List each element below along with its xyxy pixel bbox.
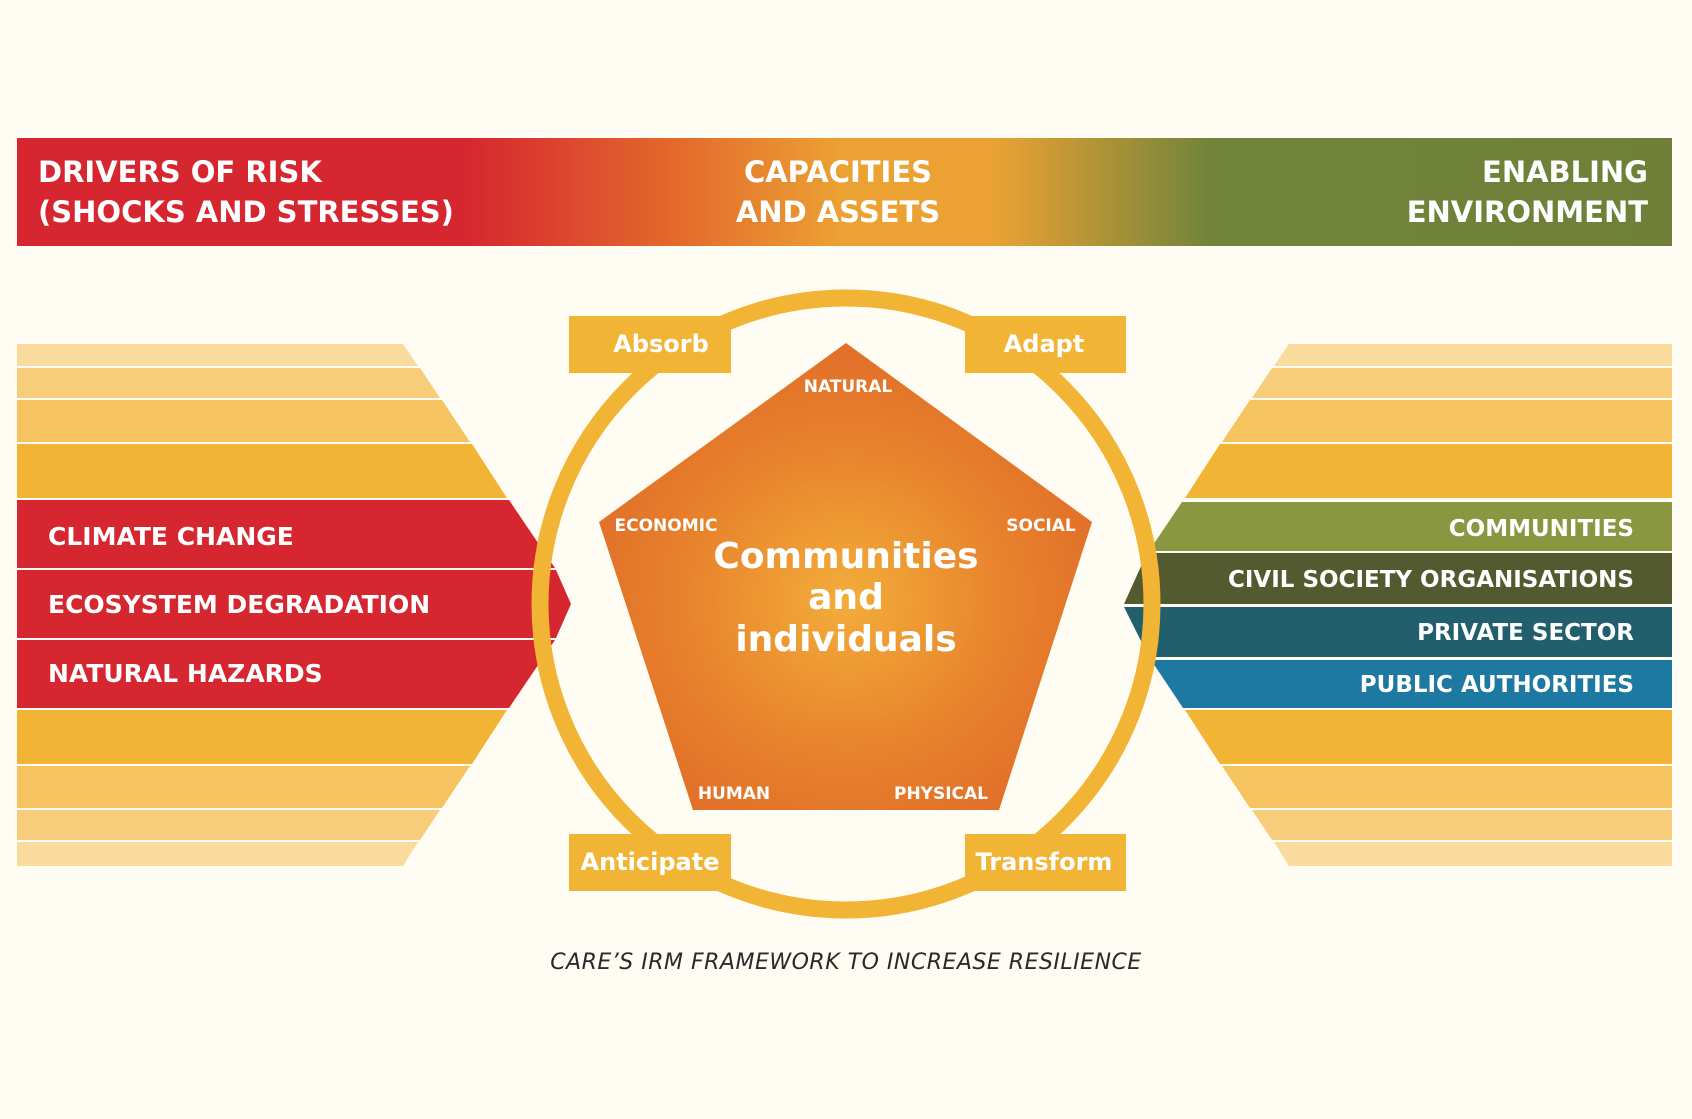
center-label-line3: individuals <box>735 619 956 660</box>
header-center-line2: AND ASSETS <box>736 195 940 229</box>
left-stripe-12 <box>17 842 418 866</box>
right-stripe-11 <box>1252 810 1672 840</box>
driver-band-ecosystem-degradation <box>17 570 571 638</box>
header-left-line2: (SHOCKS AND STRESSES) <box>38 195 454 229</box>
asset-natural: NATURAL <box>804 377 893 397</box>
capacity-tab-absorb <box>569 316 731 373</box>
enablers-arrow <box>1124 502 1672 708</box>
right-stripe-2 <box>1252 368 1672 398</box>
left-stripe-11 <box>17 810 440 840</box>
capacity-tab-anticipate <box>569 834 731 891</box>
left-stripes <box>17 344 507 866</box>
left-stripe-3 <box>17 400 470 442</box>
enabler-label-private-sector: PRIVATE SECTOR <box>1417 620 1634 646</box>
driver-label-climate-change: CLIMATE CHANGE <box>48 522 294 551</box>
figure-caption: CARE’S IRM FRAMEWORK TO INCREASE RESILIE… <box>550 950 1142 975</box>
capacity-label-anticipate: Anticipate <box>581 848 720 876</box>
right-stripe-4 <box>1185 444 1672 498</box>
assets-pentagon <box>599 343 1092 810</box>
left-stripe-2 <box>17 368 440 398</box>
capacity-tab-transform <box>965 834 1126 891</box>
asset-social: SOCIAL <box>1006 516 1076 536</box>
left-stripe-9 <box>17 710 507 764</box>
header-band <box>17 138 1672 246</box>
enabler-band-civil-society <box>1124 553 1672 604</box>
capacity-label-absorb: Absorb <box>613 330 709 358</box>
right-stripe-12 <box>1274 842 1672 866</box>
left-stripe-4 <box>17 444 507 498</box>
right-stripes <box>1185 344 1672 866</box>
capacity-label-transform: Transform <box>976 848 1113 876</box>
right-stripe-10 <box>1222 766 1672 808</box>
capacity-label-adapt: Adapt <box>1004 330 1085 358</box>
enabler-band-private-sector <box>1124 607 1672 657</box>
center-label-line1: Communities <box>713 536 978 577</box>
driver-band-climate-change <box>17 500 555 568</box>
driver-band-natural-hazards <box>17 640 555 708</box>
driver-label-natural-hazards: NATURAL HAZARDS <box>48 659 323 688</box>
asset-economic: ECONOMIC <box>615 516 718 536</box>
center-label-line2: and <box>808 577 884 618</box>
enabler-label-public-authorities: PUBLIC AUTHORITIES <box>1360 672 1634 698</box>
right-stripe-9 <box>1185 710 1672 764</box>
capacity-tab-adapt <box>965 316 1126 373</box>
drivers-arrow <box>17 500 571 708</box>
enabler-label-civil-society: CIVIL SOCIETY ORGANISATIONS <box>1228 567 1634 593</box>
enabler-band-public-authorities <box>1151 660 1672 708</box>
header-right-line1: ENABLING <box>1482 155 1648 189</box>
header-right-line2: ENVIRONMENT <box>1407 195 1649 229</box>
left-stripe-10 <box>17 766 470 808</box>
asset-human: HUMAN <box>698 784 770 804</box>
header-center-line1: CAPACITIES <box>744 155 932 189</box>
driver-label-ecosystem-degradation: ECOSYSTEM DEGRADATION <box>48 590 430 619</box>
capacities-ring <box>531 289 1161 919</box>
enabler-label-communities: COMMUNITIES <box>1449 516 1634 542</box>
right-stripe-3 <box>1222 400 1672 442</box>
asset-physical: PHYSICAL <box>894 784 988 804</box>
right-stripe-1 <box>1274 344 1672 366</box>
enabler-band-communities <box>1149 502 1672 551</box>
left-stripe-1 <box>17 344 418 366</box>
header-left-line1: DRIVERS OF RISK <box>38 155 323 189</box>
